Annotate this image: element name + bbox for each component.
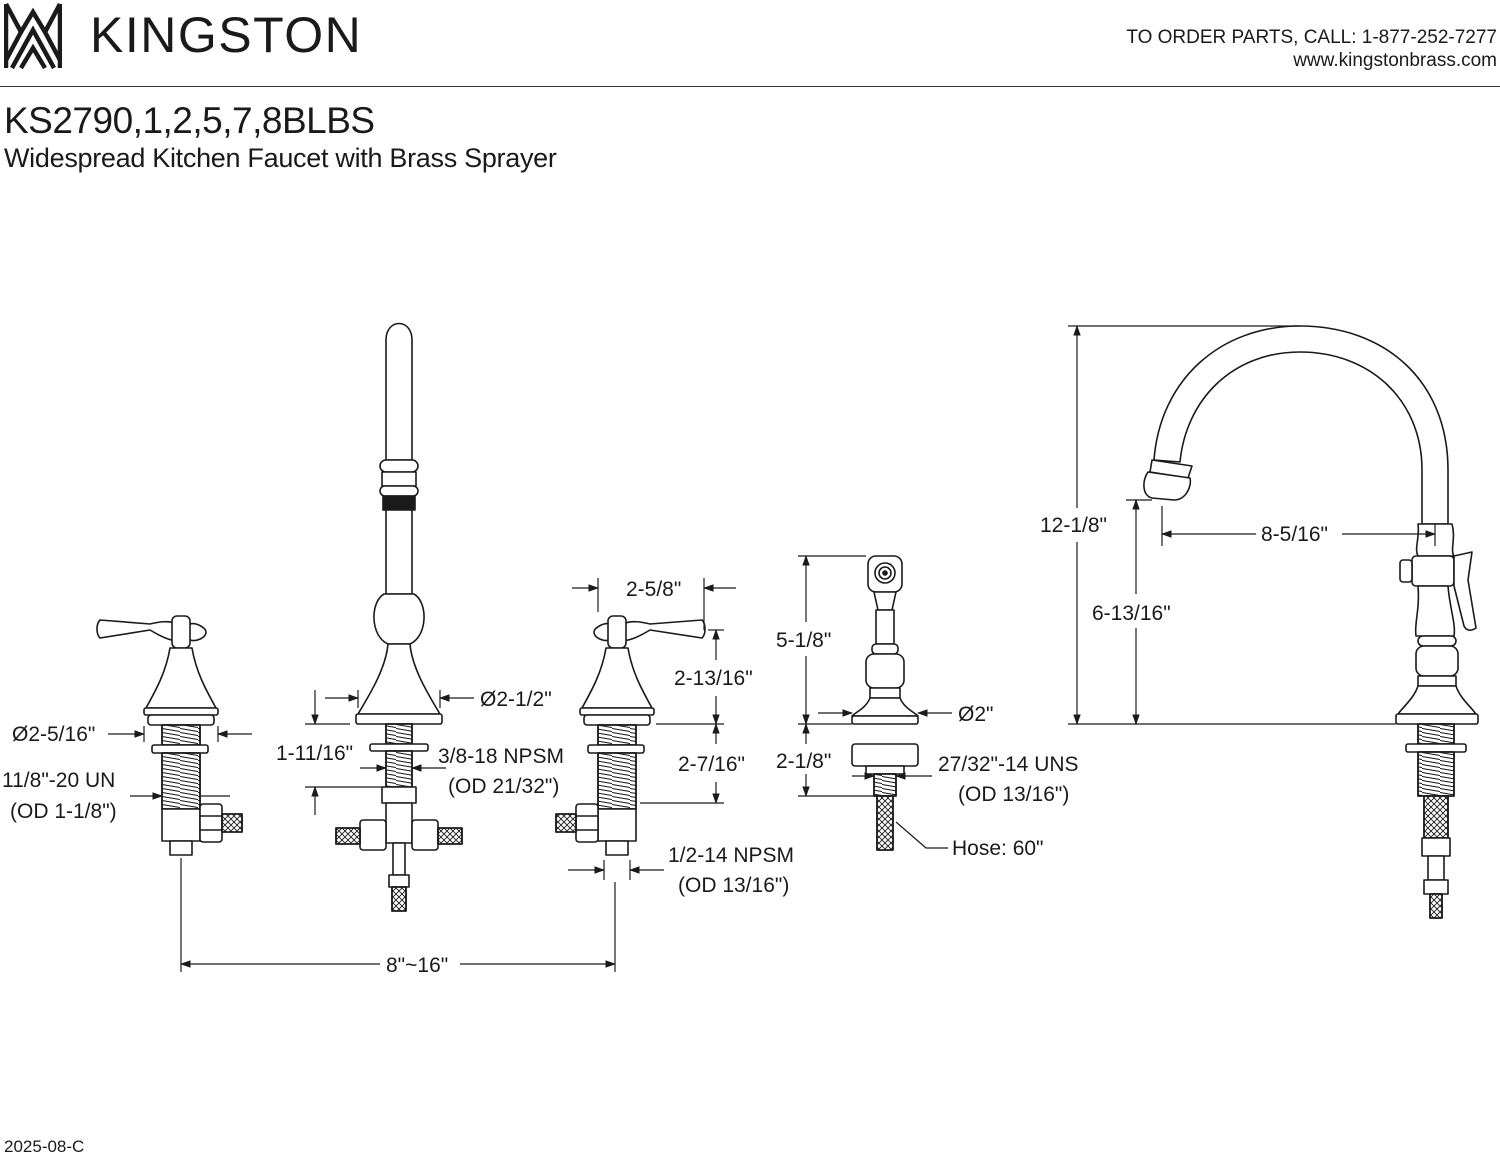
faucet-side-view: [1143, 325, 1479, 919]
spout-valve-body: [335, 322, 463, 912]
spread-label: 8"~16": [386, 954, 448, 977]
left-handle-valve: [96, 615, 243, 856]
inlet-thread-od-label: (OD 13/16"): [678, 874, 789, 897]
brand-name: KINGSTON: [90, 7, 363, 63]
right-handle-valve: [555, 615, 706, 856]
inlet-thread-label: 1/2-14 NPSM: [668, 844, 794, 867]
sprayer-base-diameter-label: Ø2": [958, 703, 993, 726]
sprayer-height-label: 5-1/8": [776, 629, 831, 652]
handle-width-label: 2-5/8": [626, 578, 681, 601]
header-divider: [0, 86, 1500, 87]
handle-thread-od-label: (OD 1-1/8"): [10, 800, 117, 823]
revision-code: 2025-08-C: [4, 1137, 85, 1156]
order-phone-line: TO ORDER PARTS, CALL: 1-877-252-7277: [1126, 27, 1497, 48]
side-sprayer: [851, 555, 919, 851]
handle-thread-label: 11/8"-20 UN: [2, 769, 115, 792]
spout-thread-label: 3/8-18 NPSM: [438, 745, 564, 768]
spout-clearance-label: 6-13/16": [1092, 602, 1171, 625]
website-link[interactable]: www.kingstonbrass.com: [1293, 50, 1497, 71]
spout-flange-height-label: 1-11/16": [276, 742, 353, 765]
spout-base-diameter-label: Ø2-1/2": [480, 688, 552, 711]
model-number: KS2790,1,2,5,7,8BLBS: [4, 100, 375, 141]
sprayer-thread-od-label: (OD 13/16"): [958, 783, 1069, 806]
handle-flange-diameter-label: Ø2-5/16": [12, 723, 95, 746]
dimension-lines: [108, 324, 1437, 972]
handle-shank-length-label: 2-7/16": [678, 753, 745, 776]
product-description: Widespread Kitchen Faucet with Brass Spr…: [4, 143, 557, 173]
overall-height-label: 12-1/8": [1040, 514, 1107, 537]
sprayer-thread-label: 27/32"-14 UNS: [938, 753, 1079, 776]
kingston-logo-icon: [4, 2, 62, 70]
handle-height-label: 2-13/16": [674, 667, 753, 690]
spout-reach-label: 8-5/16": [1261, 523, 1328, 546]
sprayer-shank-length-label: 2-1/8": [776, 750, 831, 773]
contact-info: TO ORDER PARTS, CALL: 1-877-252-7277 www…: [1126, 26, 1497, 72]
hose-length-label: Hose: 60": [952, 837, 1044, 860]
spout-thread-od-label: (OD 21/32"): [448, 775, 559, 798]
dimension-labels: Ø2-5/16" 11/8"-20 UN (OD 1-1/8") Ø2-1/2"…: [2, 514, 1328, 977]
